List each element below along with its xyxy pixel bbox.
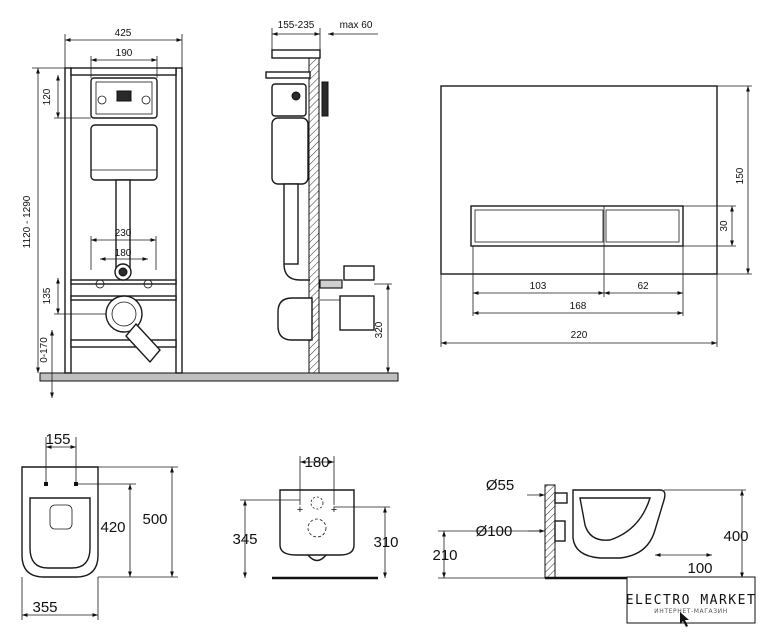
buttons-total-dim: 168 [570,301,587,312]
side-outlet-height-label: 320 [374,321,385,338]
electro-market-logo: ELECTRO MARKET ИНТЕРНЕТ-МАГАЗИН [626,576,757,627]
fixing-height-label: 345 [232,531,257,548]
seat-fixing-label: 420 [100,519,125,536]
plate-height-dim: 150 [735,167,746,184]
bowl-height-label: 400 [723,528,748,545]
bowl-width-label: 355 [32,599,57,616]
bowl-back-view: + + 180 345 310 [232,454,399,580]
button-left-dim: 103 [530,281,547,292]
inlet-height-label: 310 [373,534,398,551]
bowl-length-label: 500 [142,511,167,528]
floor-height-label: 210 [432,547,457,564]
wall-max-label: max 60 [340,20,373,31]
frame-front-view: 425 190 1120 - 1290 120 230 180 135 0-17… [22,28,399,398]
frame-height-label: 1120 - 1290 [22,195,33,248]
inlet-spacing-label: 180 [115,248,132,259]
outlet-offset-label: 100 [687,560,712,577]
logo-tagline: ИНТЕРНЕТ-МАГАЗИН [654,608,728,615]
stud-spacing-label: 230 [115,228,132,239]
inlet-diameter-label: Ø55 [486,477,514,494]
plate-width-dim: 220 [571,330,588,341]
frame-side-view: 155-235 max 60 320 [265,20,392,374]
logo-name: ELECTRO MARKET [626,593,757,608]
depth-range-label: 155-235 [278,20,315,31]
flush-plate-view: 150 30 103 62 168 220 [440,85,752,347]
floor-range-label: 0-170 [39,337,50,363]
frame-width-label: 425 [115,28,132,39]
outlet-height-label: 135 [42,287,53,304]
plate-width-label: 190 [116,48,133,59]
bowl-top-view: 155 420 500 355 [21,431,178,620]
fixing-spacing-label: 155 [45,431,70,448]
outlet-diameter-label: Ø100 [476,523,513,540]
cursor-icon [680,612,689,627]
plate-height-label: 120 [42,88,53,105]
back-fixing-spacing-label: 180 [304,454,329,471]
svg-text:+: + [297,504,303,516]
button-height-dim: 30 [719,220,730,232]
button-right-dim: 62 [637,281,649,292]
bowl-side-view: Ø55 Ø100 210 400 100 [432,477,749,580]
svg-text:+: + [331,504,337,516]
